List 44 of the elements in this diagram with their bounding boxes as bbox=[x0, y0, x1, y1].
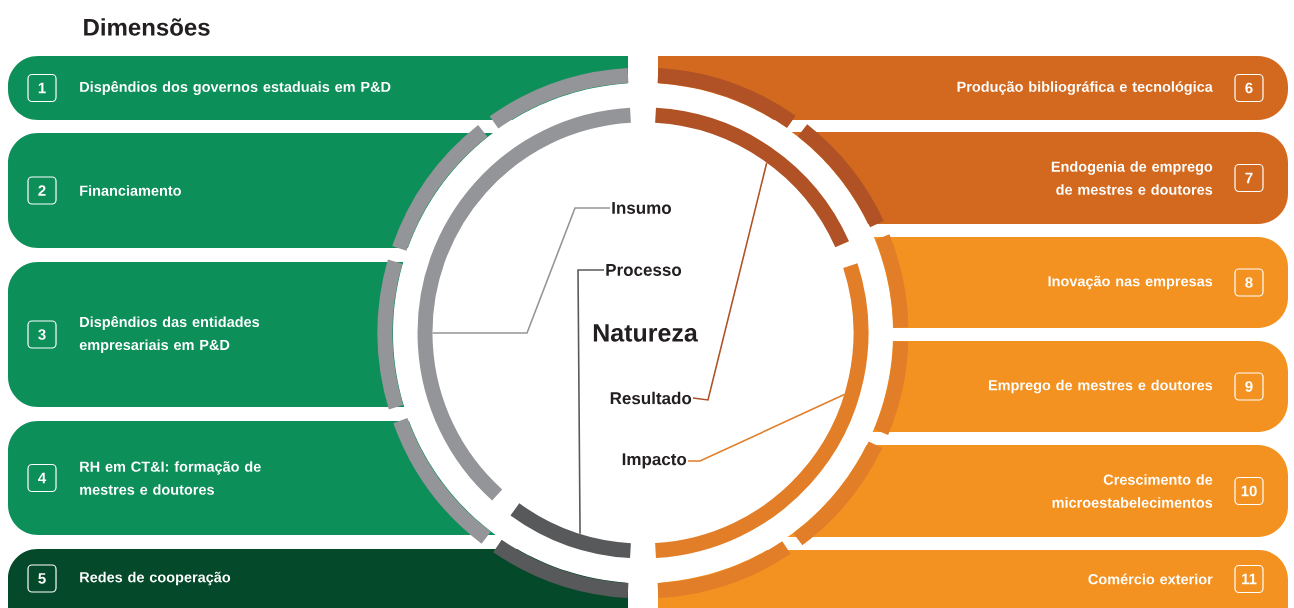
leader-line bbox=[687, 393, 846, 462]
nature-label: Resultado bbox=[610, 391, 692, 405]
number-badge: 3 bbox=[27, 320, 57, 349]
dimension-bar bbox=[8, 539, 629, 608]
nature-label: Impacto bbox=[622, 453, 687, 469]
number-badge: 6 bbox=[1234, 73, 1264, 103]
dimension-bar bbox=[787, 441, 1288, 546]
number-badge: 4 bbox=[27, 463, 57, 493]
dimension-label: Redes de cooperação bbox=[80, 571, 231, 586]
dimension-bar bbox=[657, 56, 1288, 129]
number-badge: 2 bbox=[27, 176, 57, 205]
dimension-bar bbox=[872, 341, 1288, 435]
dimension-bar bbox=[873, 234, 1288, 328]
dimension-label: RH em CT&I: formação de mestres e doutores bbox=[80, 461, 261, 495]
dimension-bar bbox=[791, 124, 1288, 228]
number-badge: 1 bbox=[27, 73, 57, 103]
dimension-bar bbox=[8, 56, 629, 129]
leader-line bbox=[431, 207, 611, 334]
dimension-bar bbox=[8, 125, 493, 251]
nature-label: Insumo bbox=[612, 202, 671, 214]
number-badge: 11 bbox=[1234, 564, 1264, 594]
title: Dimensões bbox=[84, 18, 210, 36]
dimension-label: Crescimento de microestabelecimentos bbox=[1052, 474, 1213, 508]
ring-segment bbox=[510, 503, 632, 559]
leader-line bbox=[577, 269, 605, 535]
dimension-label: Comércio exterior bbox=[1088, 573, 1213, 585]
dimension-label: Emprego de mestres e doutores bbox=[988, 379, 1213, 394]
dimension-bar bbox=[657, 541, 1288, 608]
dimension-label: Inovação nas empresas bbox=[1048, 275, 1213, 290]
dimension-bar bbox=[8, 417, 496, 544]
number-badge: 10 bbox=[1234, 476, 1264, 506]
dimension-label: Endogenia de emprego de mestres e doutores bbox=[1051, 161, 1213, 195]
dimension-bar bbox=[8, 259, 405, 410]
dimension-label: Dispêndios das entidades empresariais em P&D bbox=[79, 316, 260, 353]
center-label: Natureza bbox=[593, 324, 698, 342]
dimension-label: Produção bibliográfica e tecnológica bbox=[957, 81, 1213, 95]
dimension-label: Financiamento bbox=[80, 185, 181, 196]
number-badge: 9 bbox=[1234, 372, 1264, 401]
number-badge: 7 bbox=[1234, 163, 1264, 193]
number-badge: 8 bbox=[1234, 268, 1264, 297]
nature-label: Processo bbox=[606, 264, 682, 276]
leader-line bbox=[692, 161, 768, 401]
number-badge: 5 bbox=[27, 564, 57, 593]
dimension-label: Dispêndios dos governos estaduais em P&D bbox=[80, 81, 391, 95]
